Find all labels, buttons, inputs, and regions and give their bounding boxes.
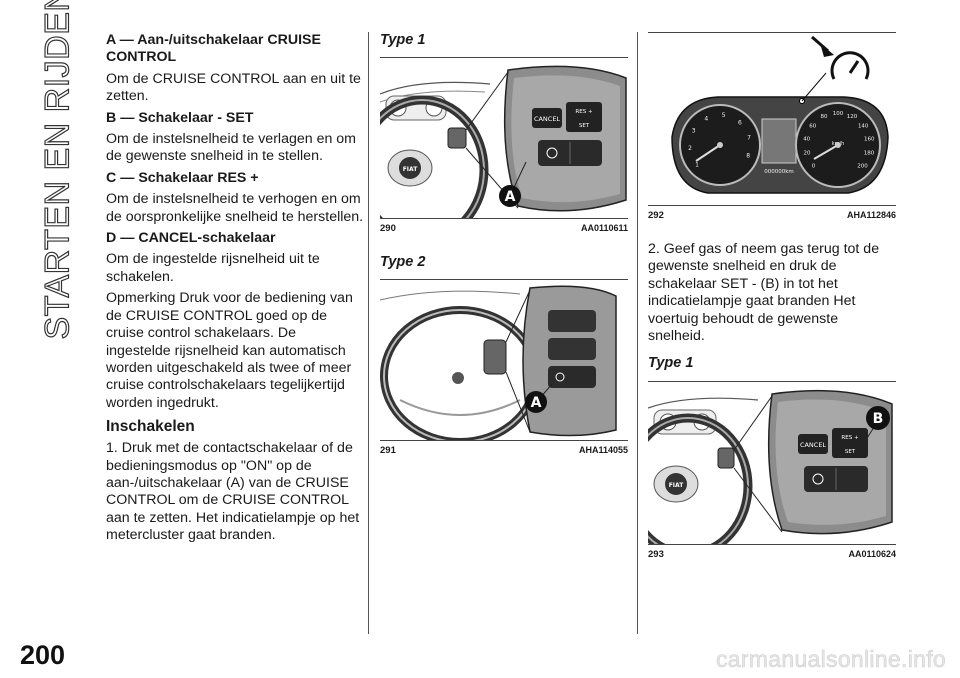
figure-top-rule [380,57,628,58]
rev-scale: 1 2 3 4 5 6 7 8 [688,112,751,168]
figure-293: FIAT CANCEL RES + SET B [648,382,896,545]
fiat-logo: FIAT [403,166,419,173]
gauge-tick-label: 100 [833,111,844,117]
odometer-readout: 000000km [764,169,794,175]
figure-290-caption: 290 AA0110611 [380,219,628,234]
callout-b-293: B [873,411,884,427]
steering-wheel-type2-illustration: A [380,285,617,440]
section-title-text: STARTEN EN RIJDEN [38,0,77,340]
gauge-tick-label: 120 [847,114,858,120]
figure-bottom-rule [648,544,896,546]
set-switch-label: SET [579,123,590,129]
type1-heading-2: Type 1 [648,355,694,372]
section-heading: Inschakelen [106,418,195,436]
gauge-tick-label: 140 [858,123,869,129]
figure-code: AA0110611 [580,223,628,233]
gauge-tick-label: 40 [803,136,810,142]
gauge-tick-label: 4 [704,115,708,122]
figure-bottom-rule [380,218,628,219]
figure-code: AHA114055 [578,445,628,455]
term-d: D — CANCEL-schakelaar [106,230,276,247]
figure-292-caption: 292 AHA112846 [648,206,896,221]
figure-291-caption: 291 AHA114055 [380,441,628,456]
cancel-switch-label: CANCEL [800,441,826,449]
section-title: STARTEN EN RIJDEN [28,0,88,340]
gauge-tick-label: 5 [722,112,726,119]
cruise-control-indicator-icon [811,35,870,80]
gauge-tick-label: 160 [864,136,875,142]
term-c: C — Schakelaar RES + [106,169,259,186]
gauge-tick-label: 60 [809,123,816,129]
gauge-tick-label: 0 [812,164,816,170]
res-switch-label: RES + [575,109,593,115]
term-c-desc: Om de instelsnelheid te verhogen en om d… [106,191,364,225]
figure-290: FIAT CANCEL RES + SET A [380,58,628,218]
term-b: B — Schakelaar - SET [106,109,254,126]
gauge-tick-label: 3 [692,128,696,135]
figure-top-rule [380,279,628,280]
gauge-tick-label: 7 [747,135,751,142]
gauge-tick-label: 6 [738,120,742,127]
gauge-tick-label: 1 [695,161,699,168]
gauge-tick-label: 80 [821,114,828,120]
figure-code: AA0110624 [848,549,896,560]
gauge-tick-label: 8 [746,152,750,159]
gauge-tick-label: 200 [857,164,868,170]
term-b-desc: Om de instelsnelheid te verlagen en om d… [106,131,356,165]
steering-wheel-set-switch-illustration: FIAT CANCEL RES + SET B [648,390,893,545]
term-d-desc: Om de ingestelde rijsnelheid uit te scha… [106,251,320,285]
figure-code: AHA112846 [846,210,896,220]
figure-bottom-rule [648,205,896,206]
watermark-link[interactable]: carmanualsonline.info [715,646,946,673]
figure-number: 293 [648,549,664,561]
gauge-tick-label: 2 [688,145,692,152]
term-a: A — Aan-/uitschakelaar CRUISE CONTROL [106,32,321,66]
text-column-1: A — Aan-/uitschakelaar CRUISE CONTROL Om… [106,32,364,549]
figure-column-2: Type 1 FIAT CANCEL RES + [380,32,628,456]
cancel-switch-label: CANCEL [534,115,560,123]
figure-number: 290 [380,223,396,234]
step-2: 2. Geef gas of neem gas terug tot de gew… [648,241,880,345]
step-1: 1. Druk met de contactschakelaar of de b… [106,440,360,544]
figure-bottom-rule [380,440,628,441]
callout-a-290: A [505,189,516,205]
callout-a-291: A [531,395,542,411]
figure-291: A [380,280,628,440]
steering-wheel-type1-illustration: FIAT CANCEL RES + SET A [380,65,627,218]
note-paragraph: Opmerking Druk voor de bediening van de … [106,290,353,411]
type2-heading: Type 2 [380,254,426,270]
figure-293-caption: 293 AA0110624 [648,545,896,560]
gauge-tick-label: 20 [804,151,811,157]
figure-number: 292 [648,210,664,221]
set-switch-label: SET [845,449,856,455]
column-divider-1 [368,32,369,634]
page-number: 200 [20,640,66,670]
res-switch-label: RES + [841,435,859,441]
term-a-desc: Om de CRUISE CONTROL aan en uit te zette… [106,70,361,105]
figure-top-rule [648,32,896,33]
figure-top-rule [648,381,896,383]
gauge-tick-label: 180 [864,151,875,157]
type1-heading: Type 1 [380,32,426,48]
fiat-logo: FIAT [669,482,685,489]
column-divider-2 [637,32,638,634]
figure-number: 291 [380,445,396,456]
